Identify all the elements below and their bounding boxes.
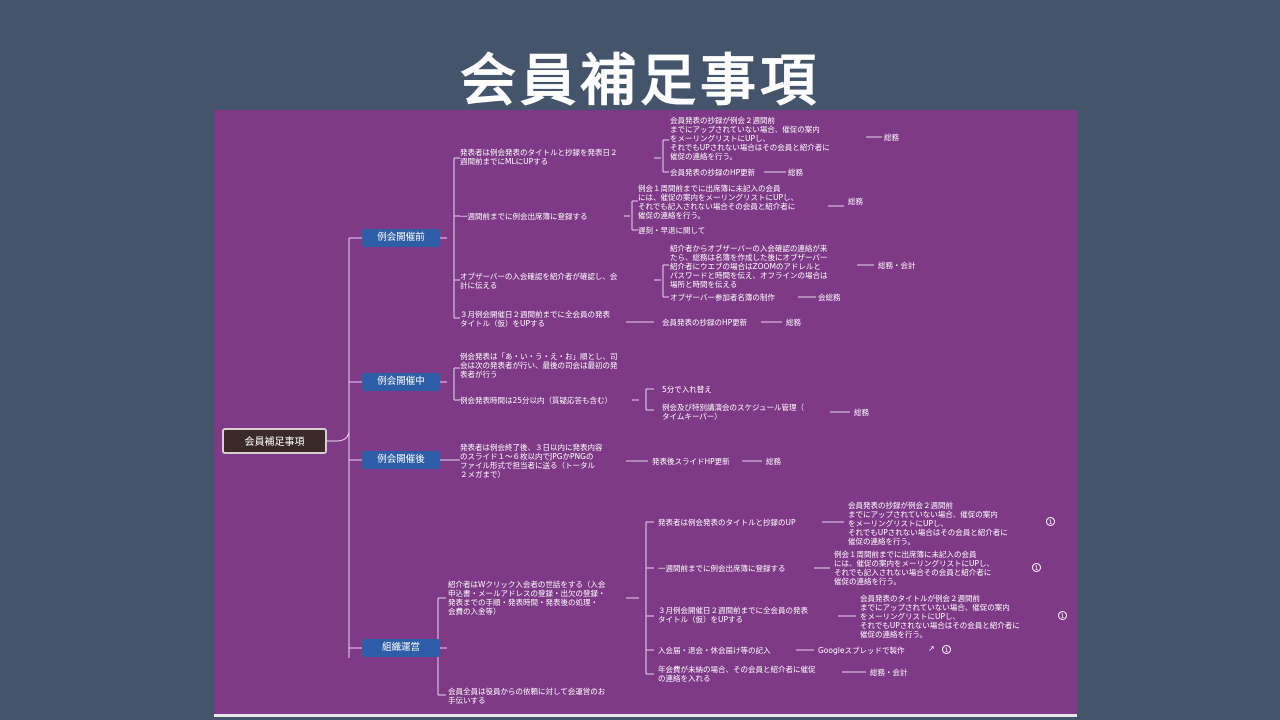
role-label: 会総務 — [818, 293, 841, 302]
external-link-icon[interactable]: ↗ — [928, 644, 935, 653]
category-after-meeting[interactable]: 例会開催後 — [362, 451, 440, 469]
node-before-observer-contact[interactable]: 紹介者からオブザーバーの入会確認の連絡が来 たら、総務は名簿を作成した後にオブザ… — [670, 244, 828, 289]
role-label: 総務 — [788, 168, 803, 177]
node-before-abstract[interactable]: 発表者は例会発表のタイトルと抄録を発表日２ 週間前までにMLにUPする — [460, 148, 618, 166]
node-org-introducer[interactable]: 紹介者はWクリック入会者の世話をする（入会 申込書・メールアドレスの登録・出欠の… — [448, 580, 606, 616]
role-label: 総務 — [848, 197, 863, 206]
mindmap-canvas[interactable]: 会員補足事項 例会開催前 例会開催中 例会開催後 組織運営 発表者は例会発表のタ… — [214, 110, 1077, 714]
mindmap-connectors — [327, 136, 882, 696]
node-org-support[interactable]: 会員全員は役員からの依頼に対して会運営のお 手伝いする — [448, 687, 606, 705]
node-before-observer-list[interactable]: オブザーバー参加者名簿の制作 — [670, 293, 775, 302]
node-before-march-title[interactable]: ３月例会開催日２週間前までに全会員の発表 タイトル（仮）をUPする — [460, 310, 610, 328]
node-before-march-hp[interactable]: 会員発表の抄録のHP更新 — [662, 318, 748, 327]
node-org-abstract-up[interactable]: 発表者は例会発表のタイトルと抄録のUP — [658, 518, 796, 527]
node-before-abstract-reminder[interactable]: 会員発表の抄録が例会２週間前 までにアップされていない場合、催促の案内 をメーリ… — [670, 116, 830, 161]
node-org-attendance-reminder[interactable]: 例会１周間前までに出席簿に未記入の会員 には、催促の案内をメーリングリストにUP… — [834, 550, 995, 586]
expand-badge-icon[interactable]: 1 — [942, 645, 951, 654]
node-org-title-reminder[interactable]: 会員発表のタイトルが例会２週間前 までにアップされていない場合、催促の案内 をメ… — [860, 594, 1020, 639]
node-org-march-title[interactable]: ３月例会開催日２週間前までに全会員の発表 タイトル（仮）をUPする — [658, 606, 808, 624]
node-after-slides-hp[interactable]: 発表後スライドHP更新 — [652, 457, 730, 466]
slide-divider — [214, 713, 1077, 717]
node-before-attendance-reminder[interactable]: 例会１周間前までに出席簿に未記入の会員 には、催促の案内をメーリングリストにUP… — [638, 184, 799, 220]
node-before-abstract-hp[interactable]: 会員発表の抄録のHP更新 — [670, 168, 756, 177]
node-during-schedule[interactable]: 例会及び特別講演会のスケジュール管理（ タイムキーパー） — [662, 403, 804, 421]
role-label: 総務 — [766, 457, 781, 466]
category-organization[interactable]: 組織運営 — [362, 639, 440, 657]
role-label: 総務 — [854, 408, 869, 417]
node-during-switch[interactable]: 5分で入れ替え — [662, 385, 712, 394]
mindmap-root-node[interactable]: 会員補足事項 — [222, 428, 327, 454]
node-before-late[interactable]: 遅刻・早退に関して — [638, 226, 706, 235]
node-before-attendance[interactable]: 一週間前までに例会出席簿に登録する — [460, 212, 588, 221]
category-during-meeting[interactable]: 例会開催中 — [362, 373, 440, 391]
node-during-time[interactable]: 例会発表時間は25分以内（質疑応答も含む） — [460, 396, 613, 405]
role-label: 総務 — [884, 133, 899, 142]
node-org-attendance[interactable]: 一週間前までに例会出席簿に登録する — [658, 564, 786, 573]
node-before-observer[interactable]: オブザーバーの入会確認を紹介者が確認し、会 計に伝える — [460, 272, 618, 290]
role-label: 総務 — [786, 318, 801, 327]
node-org-google-sheet[interactable]: Googleスプレッドで製作 — [818, 646, 905, 655]
node-org-fee[interactable]: 年会費が未納の場合、その会員と紹介者に催促 の連絡を入れる — [658, 665, 816, 683]
node-after-slides[interactable]: 発表者は例会終了後、３日以内に発表内容 のスライド１～６枚以内でJPGかPNGの… — [460, 443, 603, 479]
expand-badge-icon[interactable]: 1 — [1032, 563, 1041, 572]
node-org-abstract-reminder[interactable]: 会員発表の抄録が例会２週間前 までにアップされていない場合、催促の案内 をメーリ… — [848, 501, 1008, 546]
expand-badge-icon[interactable]: 1 — [1046, 517, 1055, 526]
node-during-order[interactable]: 例会発表は「あ・い・う・え・お」順とし、司 会は次の発表者が行い、最後の司会は最… — [460, 352, 618, 379]
slide-title: 会員補足事項 — [460, 49, 820, 114]
role-label: 総務・会計 — [878, 261, 916, 270]
category-before-meeting[interactable]: 例会開催前 — [362, 229, 440, 247]
node-org-forms[interactable]: 入会届・退会・休会届け等の記入 — [658, 646, 771, 655]
role-label: 総務・会計 — [870, 668, 908, 677]
expand-badge-icon[interactable]: 1 — [1058, 611, 1067, 620]
